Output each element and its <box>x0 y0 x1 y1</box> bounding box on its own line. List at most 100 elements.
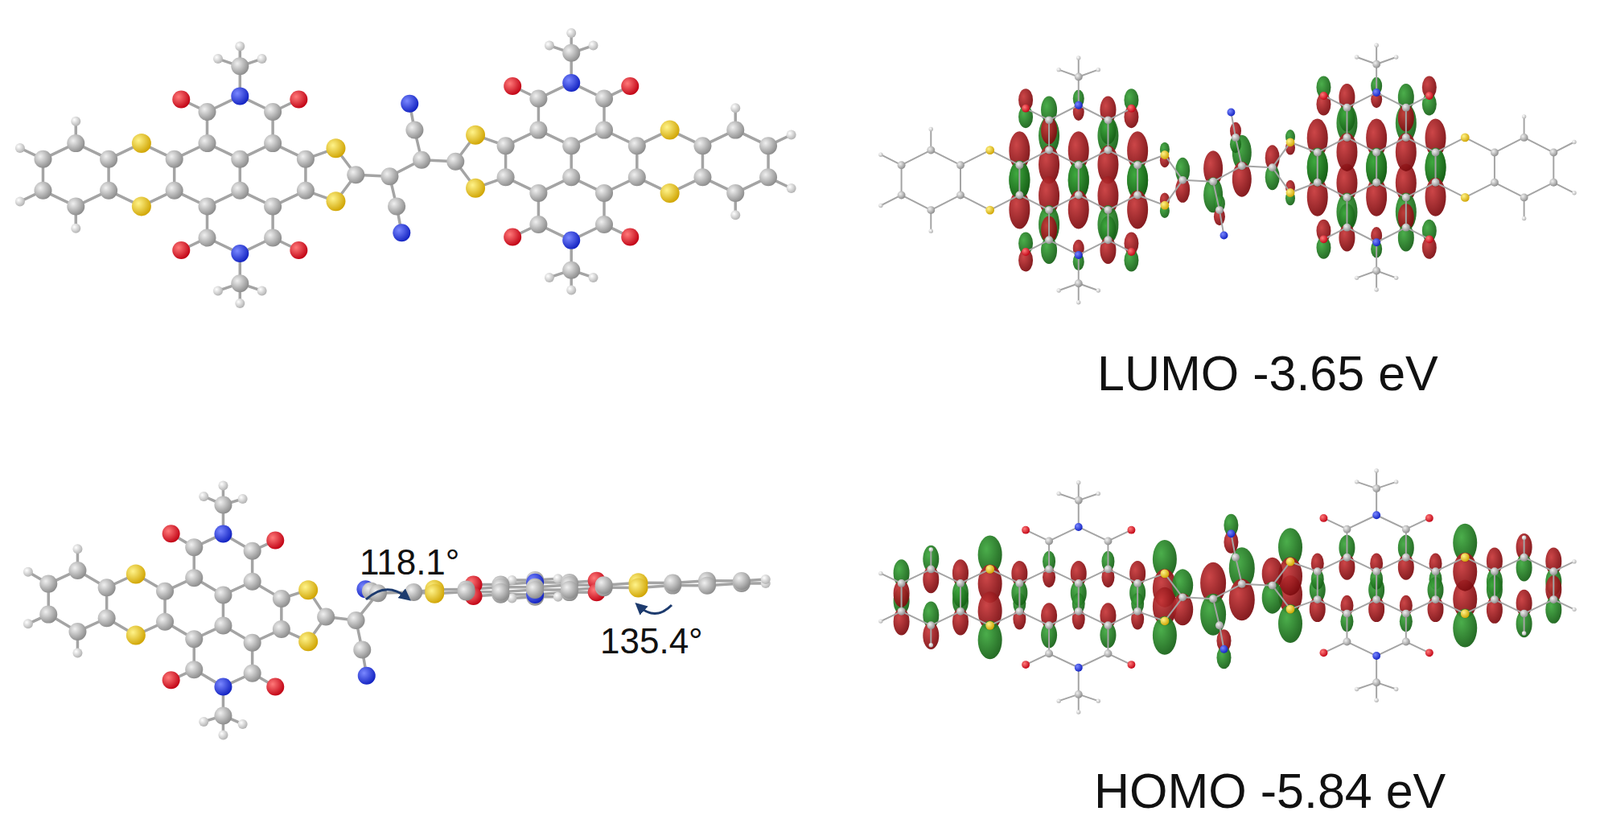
atom-ball <box>1159 616 1169 626</box>
orbital-lobe <box>1265 164 1280 190</box>
atom-ball <box>23 567 33 577</box>
atom-ball <box>1074 690 1083 699</box>
atom-ball <box>1076 55 1081 60</box>
atom-ball <box>544 41 555 51</box>
atom-ball <box>1402 133 1411 142</box>
atom-ball <box>985 621 995 630</box>
bond-stick <box>1494 137 1525 153</box>
atom-ball <box>263 197 282 215</box>
bond-stick <box>1077 500 1080 527</box>
orbital-lobe <box>1172 568 1193 601</box>
bond-stick <box>1316 152 1319 183</box>
bond-stick <box>1078 194 1109 210</box>
atom-ball <box>730 209 741 220</box>
bond-stick <box>1242 165 1273 168</box>
bond-stick <box>1346 557 1377 572</box>
bond-stick <box>1464 557 1495 572</box>
atom-ball <box>380 167 399 186</box>
bond-stick <box>1078 568 1109 583</box>
atom-ball <box>926 621 935 630</box>
atom-ball <box>238 719 248 729</box>
atom-ball <box>412 151 431 169</box>
bond-stick <box>1406 182 1436 198</box>
atom-ball <box>929 642 934 647</box>
atom-ball <box>760 574 771 585</box>
bond-stick <box>960 568 991 583</box>
atom-ball <box>562 168 580 186</box>
bond-stick <box>1552 571 1555 600</box>
atom-ball <box>1015 160 1024 169</box>
atom-ball <box>628 168 646 186</box>
atom-ball <box>234 41 245 52</box>
bond-stick <box>1048 119 1050 150</box>
atom-ball <box>956 607 965 616</box>
atom-ball <box>1215 205 1224 214</box>
atom-ball <box>1103 235 1112 244</box>
side-view-molecule <box>23 480 771 740</box>
torsion-arrow <box>366 589 407 600</box>
atom-ball <box>621 77 639 95</box>
atom-ball <box>230 181 249 200</box>
bond-stick <box>1376 137 1407 153</box>
orbital-lobe <box>1068 160 1090 200</box>
atom-ball <box>1057 491 1062 496</box>
atom-ball <box>529 89 548 107</box>
bond-stick <box>1345 197 1348 227</box>
orbital-lobe <box>1038 176 1060 215</box>
atom-ball <box>213 616 232 634</box>
bond-stick <box>1019 611 1049 626</box>
bond-stick <box>1048 194 1079 210</box>
bond-stick <box>1406 599 1436 613</box>
atom-ball <box>726 184 745 202</box>
bond-stick <box>1290 182 1318 194</box>
orbital-lobe <box>1278 604 1303 643</box>
atom-ball <box>66 197 85 215</box>
bond-stick <box>1345 529 1348 558</box>
atom-ball <box>1320 91 1329 100</box>
atom-ball <box>33 181 52 200</box>
atom-ball <box>198 491 209 502</box>
orbital-lobe <box>1099 236 1116 264</box>
orbital-lobe <box>1425 148 1447 188</box>
bond-stick <box>1405 613 1407 642</box>
orbital-lobe <box>1038 205 1060 244</box>
atom-ball <box>405 121 424 140</box>
orbital-lobe <box>1336 103 1358 143</box>
bond-stick <box>1346 599 1377 613</box>
atom-ball <box>1402 193 1411 202</box>
atom-ball <box>491 583 510 601</box>
atom-ball <box>126 625 146 646</box>
bond-stick <box>1137 154 1165 165</box>
orbital-lobe <box>1040 602 1058 629</box>
bond-stick <box>960 194 991 210</box>
bond-stick <box>900 164 903 195</box>
orbital-lobe <box>1262 581 1284 614</box>
bond-stick <box>1048 526 1079 541</box>
bond-stick <box>1405 107 1407 138</box>
atom-ball <box>325 138 346 158</box>
atom-ball <box>296 181 315 200</box>
atom-ball <box>529 121 548 140</box>
atom-ball <box>131 133 152 153</box>
atom-ball <box>1178 592 1187 601</box>
atom-ball <box>1096 491 1101 496</box>
orbital-lobe <box>1008 160 1030 199</box>
atom-ball <box>1372 238 1381 247</box>
bond-stick <box>1494 557 1525 572</box>
orbital-lobe <box>1368 596 1385 622</box>
bond-stick <box>1435 152 1437 183</box>
orbital-lobe <box>1307 119 1329 158</box>
atom-ball <box>628 136 646 155</box>
orbital-lobe <box>1365 148 1387 187</box>
atom-ball <box>1571 190 1576 195</box>
atom-ball <box>595 575 613 594</box>
atom-ball <box>1372 60 1381 69</box>
atom-ball <box>185 568 203 587</box>
bond-stick <box>1235 557 1243 585</box>
atom-ball <box>33 150 52 169</box>
atom-ball <box>1431 148 1440 157</box>
bond-stick <box>1213 165 1243 182</box>
atom-ball <box>98 578 116 597</box>
atom-ball <box>1044 115 1053 124</box>
